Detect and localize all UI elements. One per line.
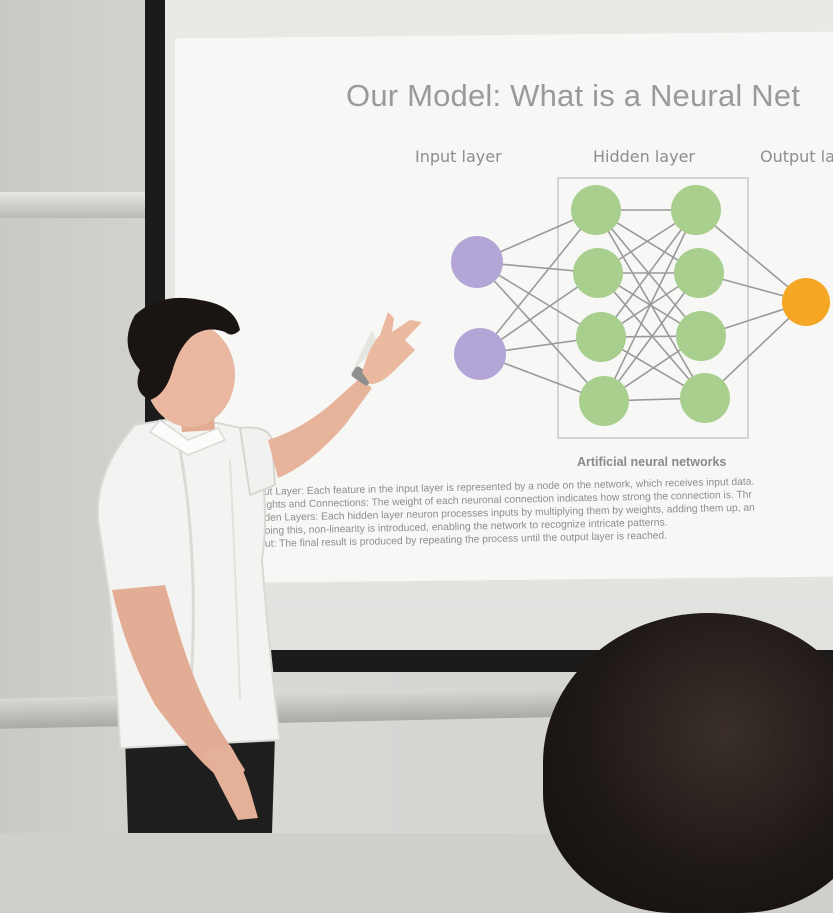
neural-network-diagram	[451, 177, 830, 439]
presenter-lower-arm	[112, 585, 245, 790]
output-layer-label: Output la	[760, 147, 833, 166]
network-edge	[600, 209, 697, 338]
input-node	[451, 236, 503, 288]
network-edge	[603, 272, 700, 402]
presenter-raised-arm	[268, 378, 372, 478]
network-edge	[476, 261, 605, 402]
output-node	[782, 278, 830, 326]
hidden-node	[579, 376, 629, 426]
watch	[351, 366, 373, 386]
hidden-node	[573, 248, 623, 298]
presenter-hair	[127, 297, 240, 400]
input-node	[454, 328, 506, 380]
hidden-node	[571, 185, 621, 235]
network-edge	[603, 209, 697, 402]
presenter	[96, 297, 422, 833]
hidden-node	[674, 248, 724, 298]
hidden-node	[676, 311, 726, 361]
wall-rail	[0, 192, 150, 218]
diagram-caption: Artificial neural networks	[577, 455, 727, 469]
hidden-layer-label: Hidden layer	[593, 147, 695, 166]
slide-title: Our Model: What is a Neural Net	[346, 78, 801, 113]
input-layer-label: Input layer	[415, 147, 502, 166]
network-nodes	[451, 185, 830, 426]
presenter-hand	[362, 312, 422, 385]
network-edge	[597, 272, 706, 399]
hidden-node	[680, 373, 730, 423]
hidden-node	[576, 312, 626, 362]
network-edge	[479, 209, 597, 355]
hidden-node	[671, 185, 721, 235]
hidden-layer-box	[557, 177, 749, 439]
